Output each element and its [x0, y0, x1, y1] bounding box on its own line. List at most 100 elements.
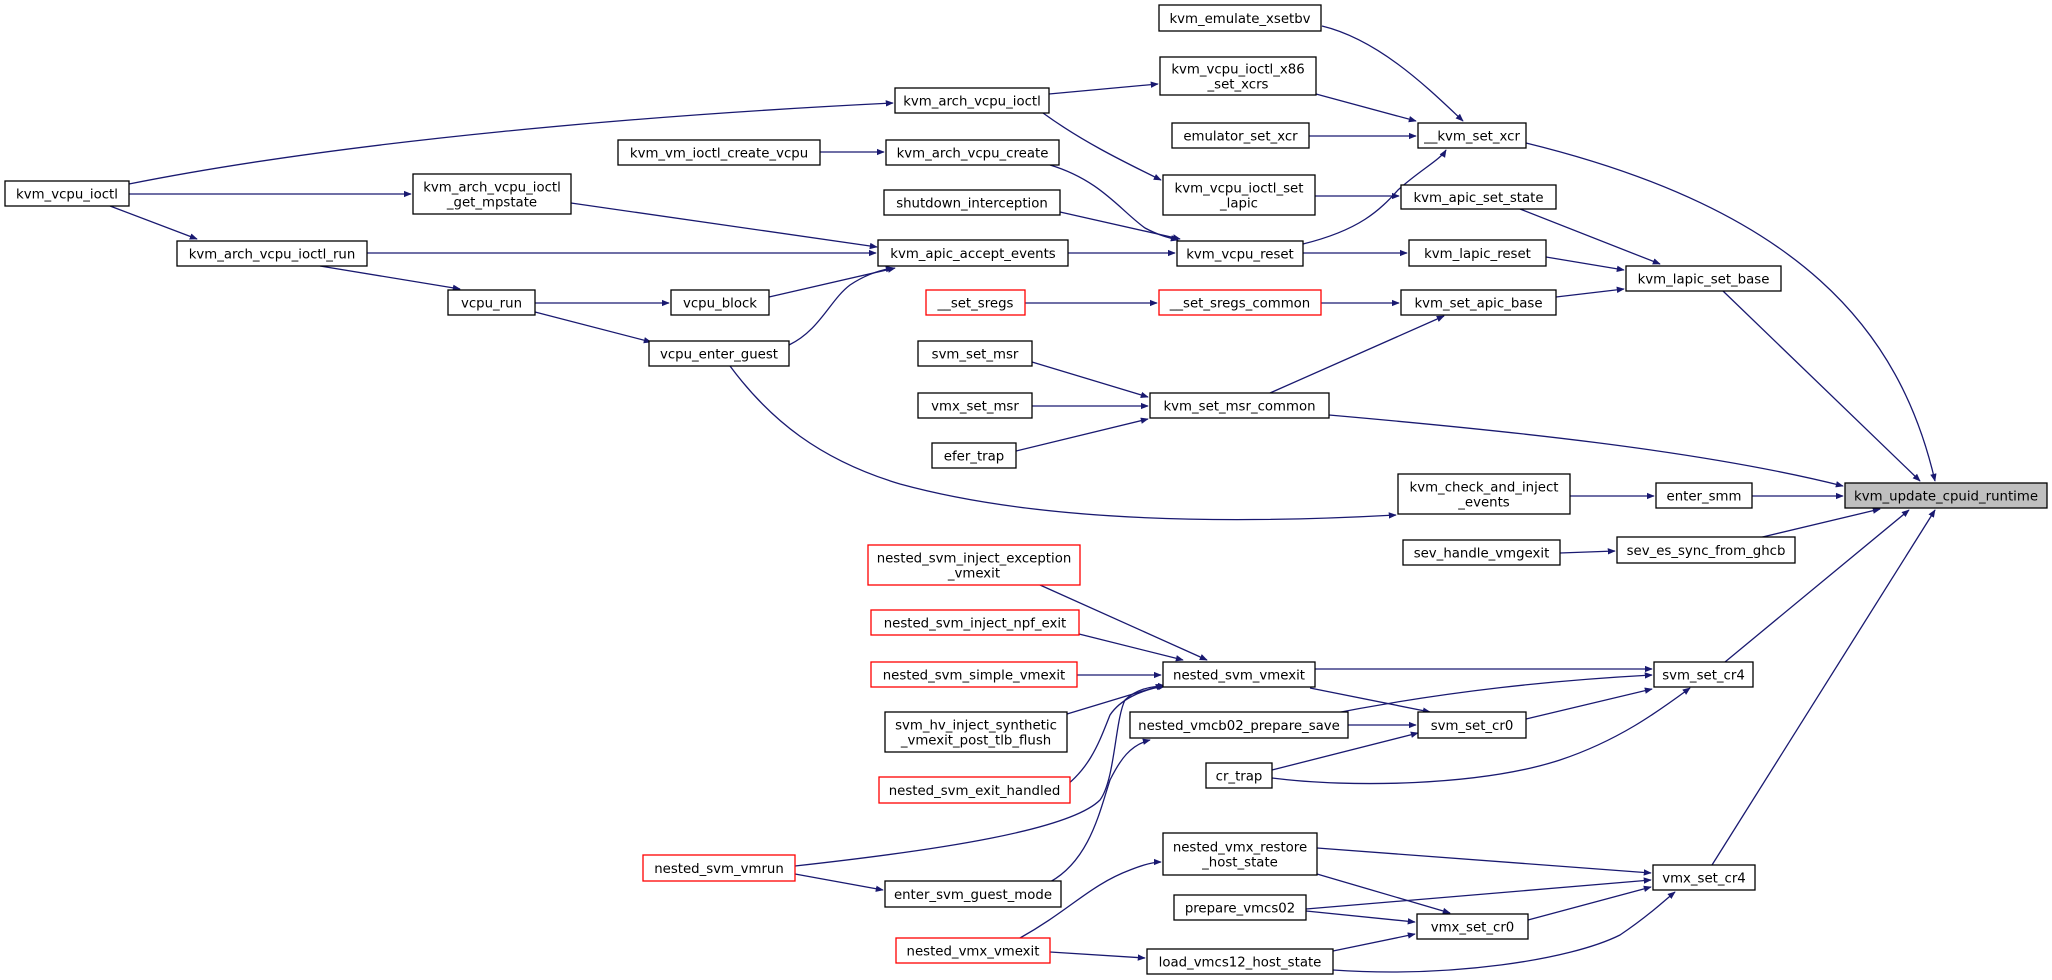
call-edge	[1019, 858, 1162, 939]
node-box	[617, 139, 821, 166]
node-box	[894, 87, 1050, 114]
node-label: kvm_lapic_set_base	[1638, 273, 1770, 288]
function-node[interactable]: emulator_set_xcr	[1171, 122, 1310, 149]
function-node[interactable]: kvm_apic_accept_events	[877, 239, 1069, 267]
function-node[interactable]: __set_sregs_common	[1158, 289, 1322, 316]
function-node[interactable]: nested_svm_inject_exception_vmexit	[867, 544, 1081, 586]
function-node[interactable]: nested_svm_vmrun	[642, 854, 796, 882]
call-edge	[534, 311, 652, 344]
function-node[interactable]: cr_trap	[1205, 762, 1273, 789]
function-node[interactable]: nested_svm_exit_handled	[878, 776, 1071, 804]
function-node[interactable]: vmx_set_cr0	[1416, 913, 1529, 940]
node-label: efer_trap	[944, 450, 1004, 465]
function-node[interactable]: kvm_emulate_xsetbv	[1158, 4, 1322, 32]
function-node[interactable]: kvm_lapic_reset	[1408, 239, 1547, 267]
node-box	[917, 392, 1033, 419]
node-box	[1416, 913, 1529, 940]
function-node[interactable]: kvm_arch_vcpu_ioctl_run	[176, 240, 368, 267]
node-box	[883, 189, 1061, 216]
node-box	[447, 289, 536, 316]
call-edge	[1059, 683, 1166, 791]
edges-layer	[109, 25, 1937, 973]
node-label: vmx_set_cr4	[1662, 872, 1746, 887]
function-node[interactable]: kvm_apic_set_state	[1400, 184, 1557, 210]
call-edge	[1031, 361, 1149, 398]
function-node[interactable]: kvm_vm_ioctl_create_vcpu	[617, 139, 821, 166]
function-node[interactable]: kvm_vcpu_reset	[1176, 240, 1304, 267]
function-node[interactable]: enter_smm	[1655, 482, 1753, 509]
function-node[interactable]: nested_svm_vmexit	[1162, 661, 1316, 688]
function-node[interactable]: svm_set_cr0	[1417, 711, 1527, 739]
function-node[interactable]: vmx_set_cr4	[1652, 864, 1756, 891]
function-node[interactable]: vcpu_enter_guest	[648, 340, 790, 367]
function-node[interactable]: svm_set_cr4	[1653, 661, 1754, 688]
function-node[interactable]: kvm_set_apic_base	[1400, 289, 1557, 316]
node-label: kvm_set_msr_common	[1163, 400, 1315, 415]
call-edge	[794, 682, 1166, 867]
call-edge	[1048, 81, 1159, 95]
function-node[interactable]: enter_svm_guest_mode	[884, 880, 1062, 908]
function-node[interactable]: vcpu_block	[670, 289, 770, 316]
function-node[interactable]: vcpu_run	[447, 289, 536, 316]
function-node[interactable]: nested_svm_inject_npf_exit	[870, 609, 1080, 636]
node-box	[176, 240, 368, 267]
function-node[interactable]: kvm_arch_vcpu_ioctl_get_mpstate	[412, 173, 572, 215]
function-node[interactable]: nested_vmcb02_prepare_save	[1129, 711, 1349, 739]
call-edge	[1321, 25, 1464, 122]
node-box	[670, 289, 770, 316]
function-node[interactable]: __kvm_set_xcr	[1417, 122, 1527, 149]
function-node[interactable]: prepare_vmcs02	[1173, 894, 1307, 921]
node-box	[1417, 122, 1527, 149]
function-node[interactable]: load_vmcs12_host_state	[1146, 948, 1334, 975]
function-node[interactable]: efer_trap	[931, 442, 1017, 469]
call-edge	[1525, 142, 1937, 482]
function-node[interactable]: kvm_arch_vcpu_create	[885, 139, 1060, 166]
function-node[interactable]: sev_handle_vmgexit	[1402, 539, 1561, 566]
node-box	[884, 711, 1068, 753]
node-box	[885, 139, 1060, 166]
node-label: svm_hv_inject_synthetic	[895, 719, 1057, 734]
node-box	[931, 442, 1017, 469]
call-edge	[1315, 93, 1417, 123]
node-label: __kvm_set_xcr	[1423, 130, 1520, 145]
function-node[interactable]: svm_hv_inject_synthetic_vmexit_post_tlb_…	[884, 711, 1068, 753]
node-box	[1616, 536, 1796, 564]
node-label: kvm_arch_vcpu_ioctl	[903, 95, 1041, 110]
function-node[interactable]: kvm_vcpu_ioctl_set_lapic	[1162, 174, 1316, 216]
function-node[interactable]: sev_es_sync_from_ghcb	[1616, 536, 1796, 564]
node-box	[884, 880, 1062, 908]
node-box	[925, 289, 1026, 316]
node-label: kvm_check_and_inject	[1410, 481, 1559, 496]
function-node[interactable]: kvm_vcpu_ioctl_x86_set_xcrs	[1159, 56, 1317, 96]
node-label: __set_sregs	[937, 297, 1014, 312]
function-node[interactable]: kvm_set_msr_common	[1149, 392, 1330, 419]
call-edge	[1049, 738, 1151, 883]
function-node[interactable]: nested_svm_simple_vmexit	[870, 661, 1078, 688]
function-node[interactable]: kvm_check_and_inject_events	[1397, 473, 1571, 515]
node-label: _host_state	[1201, 856, 1278, 871]
node-label: kvm_lapic_reset	[1424, 247, 1531, 262]
function-node[interactable]: svm_set_msr	[917, 340, 1033, 367]
node-label: kvm_vcpu_ioctl_set	[1175, 182, 1304, 197]
node-box	[4, 180, 130, 207]
function-node[interactable]: __set_sregs	[925, 289, 1026, 316]
node-label: nested_svm_simple_vmexit	[883, 669, 1066, 684]
node-label: nested_svm_vmrun	[654, 862, 784, 877]
call-edge	[1309, 687, 1431, 714]
function-node[interactable]: nested_vmx_vmexit	[895, 937, 1051, 964]
node-box	[917, 340, 1033, 367]
function-node[interactable]: kvm_lapic_set_base	[1625, 265, 1782, 292]
node-label: kvm_update_cpuid_runtime	[1854, 490, 2038, 505]
function-node[interactable]: kvm_vcpu_ioctl	[4, 180, 130, 207]
call-edge	[1724, 509, 1910, 663]
function-node[interactable]: kvm_arch_vcpu_ioctl	[894, 87, 1050, 114]
function-node[interactable]: vmx_set_msr	[917, 392, 1033, 419]
call-edge	[1519, 208, 1661, 265]
function-node[interactable]: nested_vmx_restore_host_state	[1162, 832, 1318, 876]
call-edge	[1722, 290, 1921, 482]
node-label: shutdown_interception	[896, 197, 1048, 212]
node-label: vcpu_run	[461, 297, 522, 312]
function-node[interactable]: shutdown_interception	[883, 189, 1061, 216]
node-box	[648, 340, 790, 367]
call-edge	[794, 873, 884, 892]
